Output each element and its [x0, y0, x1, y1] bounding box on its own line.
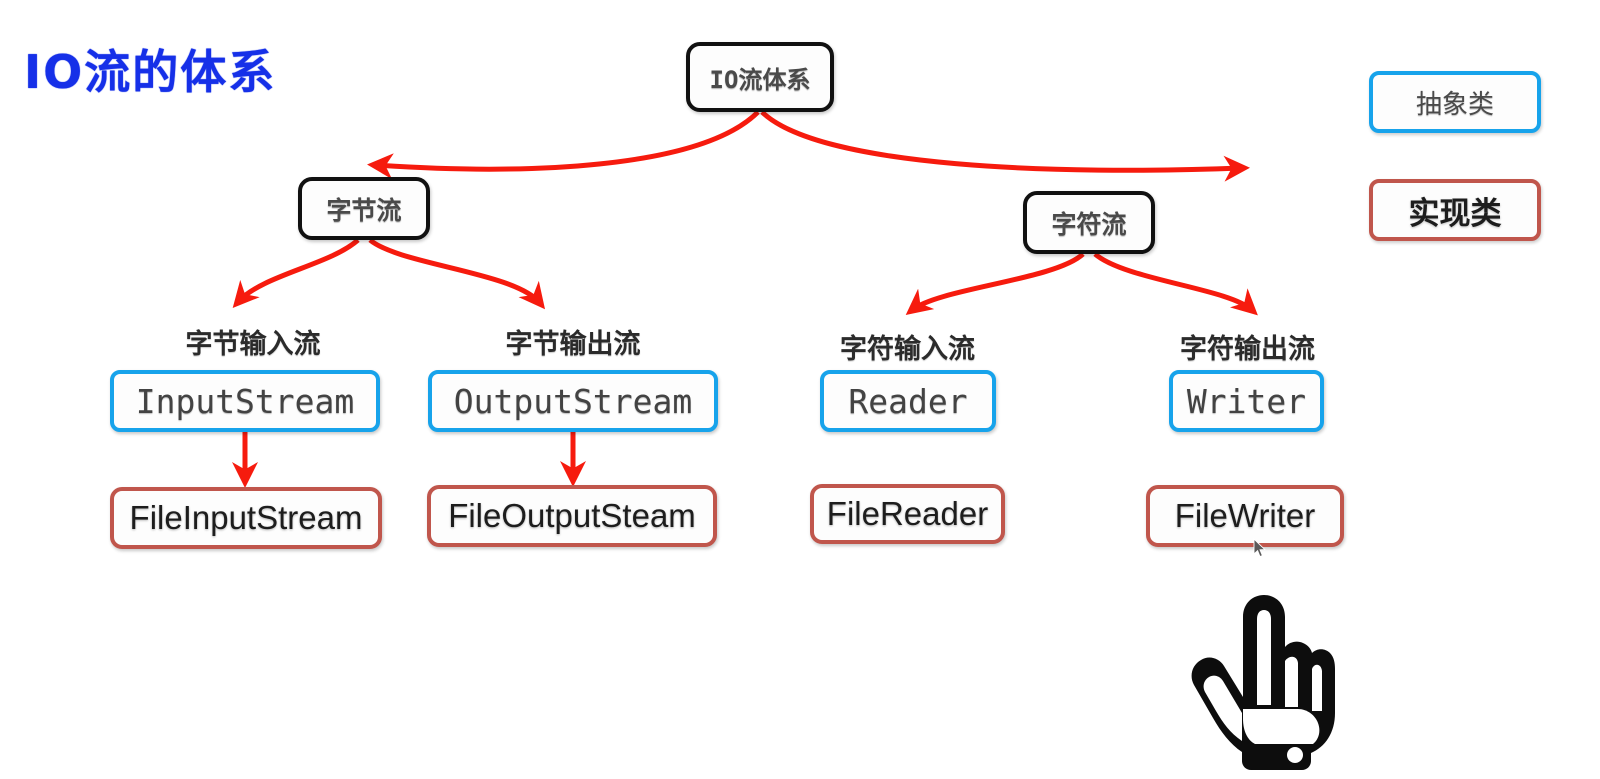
page-title: IO流的体系 [24, 45, 277, 99]
node-io-stream-system[interactable]: IO流体系 [686, 42, 834, 112]
node-byte-stream[interactable]: 字节流 [298, 177, 430, 240]
edge-byte-to-output [368, 237, 546, 310]
node-reader[interactable]: Reader [820, 370, 996, 432]
edge-root-to-char-stream [760, 110, 1250, 182]
node-fileinputstream[interactable]: FileInputStream [110, 487, 382, 549]
pointing-hand-cursor-icon [1191, 595, 1335, 770]
legend-abstract-class: 抽象类 [1369, 71, 1541, 133]
edge-root-to-byte-stream [367, 110, 760, 180]
node-char-stream[interactable]: 字符流 [1023, 191, 1155, 254]
caption-byte-input-stream: 字节输入流 [185, 329, 321, 360]
edge-byte-to-input [232, 238, 360, 308]
edge-char-to-reader [905, 252, 1085, 315]
node-writer[interactable]: Writer [1169, 370, 1324, 432]
legend-implementation-class: 实现类 [1369, 179, 1541, 241]
caption-char-input-stream: 字符输入流 [840, 334, 975, 365]
node-filewriter[interactable]: FileWriter [1146, 485, 1344, 547]
node-inputstream[interactable]: InputStream [110, 370, 380, 432]
caption-char-output-stream: 字符输出流 [1180, 334, 1315, 365]
node-outputstream[interactable]: OutputStream [428, 370, 718, 432]
mouse-arrow-pointer [1253, 538, 1266, 558]
node-fileoutputsteam[interactable]: FileOutputSteam [427, 485, 717, 547]
caption-byte-output-stream: 字节输出流 [505, 329, 641, 360]
edge-char-to-writer [1093, 252, 1258, 316]
node-filereader[interactable]: FileReader [810, 484, 1005, 544]
